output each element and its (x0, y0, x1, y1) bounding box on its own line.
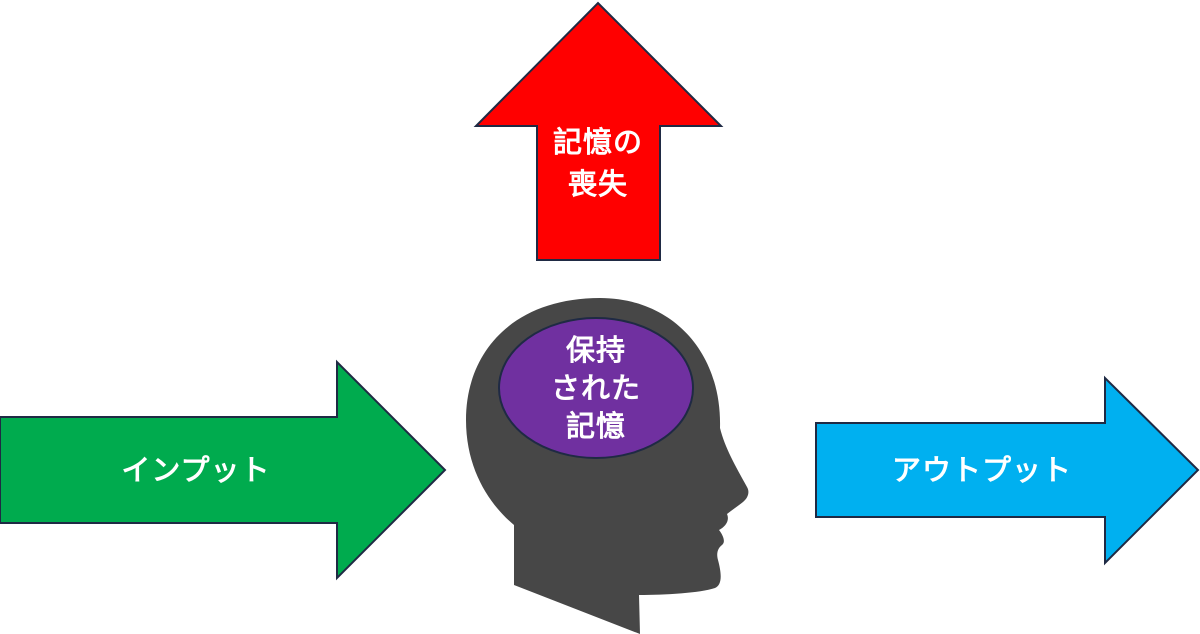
brain-ellipse (498, 317, 694, 459)
output-arrow: アウトプット (815, 375, 1200, 566)
memory-loss-arrow: 記憶の 喪失 (473, 1, 724, 261)
retained-memory-brain: 保持 された 記憶 (498, 317, 694, 459)
memory-loss-label-line2: 喪失 (568, 167, 628, 201)
output-arrow-shape (815, 375, 1200, 566)
retained-label-line2: された (551, 371, 641, 405)
input-label: インプット (121, 453, 270, 487)
input-arrow-shape (0, 359, 447, 581)
retained-label-line3: 記憶 (566, 409, 626, 443)
output-label: アウトプット (892, 453, 1072, 487)
memory-loss-label-line1: 記憶の (553, 125, 643, 159)
input-arrow: インプット (0, 359, 447, 581)
memory-loss-arrow-shape (473, 1, 724, 261)
retained-label-line1: 保持 (565, 333, 626, 367)
